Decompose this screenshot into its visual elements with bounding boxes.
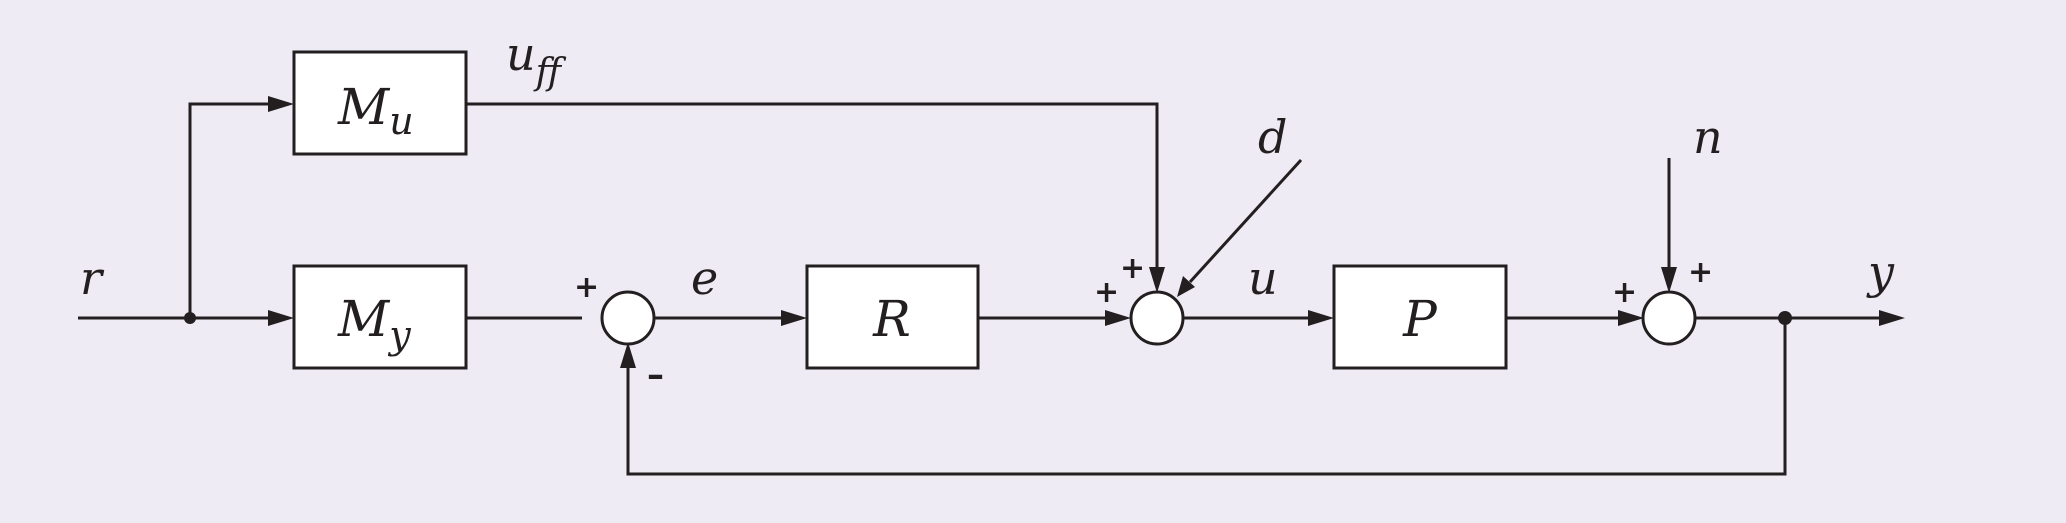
sign-sum3-left: +: [1612, 275, 1637, 310]
wire-uff: [466, 102, 1159, 276]
block-r-label: R: [872, 290, 911, 348]
block-mu-label: Mu: [337, 78, 414, 143]
arrowhead-e-in: [781, 310, 807, 326]
sign-sum2-top: +: [1120, 251, 1145, 286]
wire-feedback: [626, 318, 1787, 476]
block-my-label: My: [337, 290, 411, 357]
signal-e-label: e: [691, 251, 718, 305]
block-my: [292, 264, 468, 370]
arrowhead-y-out: [1879, 310, 1905, 326]
arrowheads: [268, 96, 1905, 368]
wires: [78, 102, 1880, 476]
arrowhead-mu-in: [268, 96, 294, 112]
block-p: [1332, 264, 1508, 370]
signal-y-label: y: [1866, 245, 1895, 299]
signal-u-label: u: [1248, 251, 1278, 305]
sign-sum3-top: +: [1688, 255, 1713, 290]
arrowhead-feedback-in: [620, 342, 636, 368]
summing-junction-error: [600, 290, 656, 346]
block-r: [805, 264, 980, 370]
wire-d: [1188, 158, 1303, 284]
arrowhead-uff-in: [1149, 267, 1165, 293]
arrowhead-my-in: [268, 310, 294, 326]
signal-uff-label: uff: [506, 27, 567, 93]
branch-node-y: [1778, 311, 1792, 325]
block-mu: [292, 50, 468, 156]
signal-n-label: n: [1693, 110, 1723, 164]
arrowhead-p-out-in: [1618, 310, 1644, 326]
arrowhead-r-out-in: [1105, 310, 1131, 326]
sign-sum1-bottom: –: [647, 355, 664, 395]
arrowhead-d-in: [1177, 276, 1195, 297]
block-p-label: P: [1402, 290, 1438, 348]
branch-node-r: [184, 312, 196, 324]
summing-junction-input: [1129, 290, 1185, 346]
signal-r-label: r: [80, 251, 105, 305]
signal-d-label: d: [1258, 110, 1287, 164]
wire-r-to-mu: [188, 102, 277, 318]
arrowhead-u-in: [1308, 310, 1334, 326]
arrowhead-n-in: [1661, 267, 1677, 293]
summing-junction-output: [1641, 290, 1697, 346]
sign-sum2-left: +: [1094, 275, 1119, 310]
sign-sum1-top: +: [574, 270, 599, 305]
